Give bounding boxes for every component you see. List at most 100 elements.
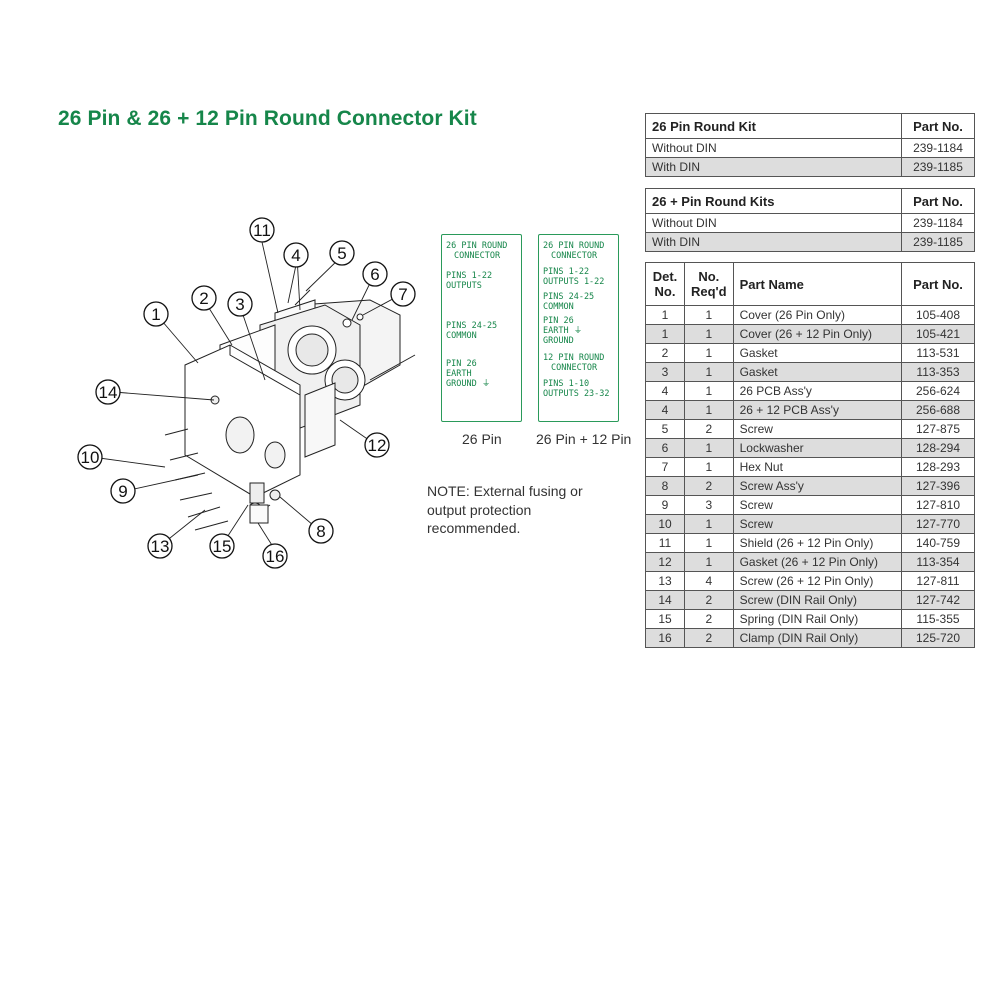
svg-text:11: 11 bbox=[253, 221, 271, 240]
svg-text:4: 4 bbox=[291, 246, 300, 265]
callout-7: 7 bbox=[390, 281, 416, 307]
page-title: 26 Pin & 26 + 12 Pin Round Connector Kit bbox=[58, 107, 477, 130]
callout-13: 13 bbox=[147, 533, 173, 559]
card-text: EARTH bbox=[446, 369, 472, 379]
svg-text:8: 8 bbox=[316, 522, 325, 541]
kit-row-part-no: 239-1184 bbox=[901, 138, 975, 158]
part-name-cell: Gasket bbox=[732, 343, 903, 363]
part-name-cell: Gasket bbox=[732, 362, 903, 382]
fusing-note: NOTE: External fusing or output protecti… bbox=[427, 483, 583, 536]
part-name-cell: Screw Ass'y bbox=[732, 476, 903, 496]
no-reqd-cell: 2 bbox=[684, 609, 734, 629]
kit-row-name: Without DIN bbox=[645, 213, 902, 233]
no-reqd-cell: 1 bbox=[684, 552, 734, 572]
part-no-cell: 113-531 bbox=[901, 343, 975, 363]
part-no-cell: 113-354 bbox=[901, 552, 975, 572]
kit-row-name: Without DIN bbox=[645, 138, 902, 158]
svg-text:5: 5 bbox=[337, 244, 346, 263]
card-text: PINS 24-25 bbox=[446, 321, 498, 331]
det-no-cell: 15 bbox=[645, 609, 685, 629]
kit-header-part-no: Part No. bbox=[901, 113, 975, 139]
svg-text:2: 2 bbox=[199, 289, 208, 308]
part-name-cell: Hex Nut bbox=[732, 457, 903, 477]
earth-ground-icon: ⏚ bbox=[573, 326, 583, 336]
det-no-cell: 10 bbox=[645, 514, 685, 534]
card-text: OUTPUTS bbox=[446, 281, 482, 291]
parts-header-part-name: Part Name bbox=[732, 262, 903, 306]
kit-row-name: With DIN bbox=[645, 232, 902, 252]
callout-1: 1 bbox=[143, 301, 169, 327]
part-name-cell: Screw bbox=[732, 514, 903, 534]
callout-2: 2 bbox=[191, 285, 217, 311]
svg-text:3: 3 bbox=[235, 295, 244, 314]
svg-text:10: 10 bbox=[81, 448, 100, 467]
part-name-cell: Screw (DIN Rail Only) bbox=[732, 590, 903, 610]
parts-header-no-reqd: No.Req'd bbox=[684, 262, 734, 306]
callout-9: 9 bbox=[110, 478, 136, 504]
exploded-assembly-diagram: 1 2 3 4 5 6 7 8 9 10 11 12 13 14 15 16 bbox=[77, 217, 416, 569]
kit-row-name: With DIN bbox=[645, 157, 902, 177]
no-reqd-cell: 1 bbox=[684, 343, 734, 363]
card-text: OUTPUTS 23-32 bbox=[543, 389, 610, 399]
part-name-cell: 26 PCB Ass'y bbox=[732, 381, 903, 401]
svg-text:1: 1 bbox=[151, 305, 160, 324]
card-text: GROUND bbox=[446, 379, 477, 389]
no-reqd-cell: 4 bbox=[684, 571, 734, 591]
kit-header-part-no: Part No. bbox=[901, 188, 975, 214]
earth-ground-icon: ⏚ bbox=[481, 379, 491, 389]
card-text: 26 PIN ROUND bbox=[446, 241, 508, 251]
card-text: PIN 26 bbox=[543, 316, 574, 326]
no-reqd-cell: 1 bbox=[684, 457, 734, 477]
no-reqd-cell: 2 bbox=[684, 476, 734, 496]
part-no-cell: 105-408 bbox=[901, 305, 975, 325]
det-no-cell: 4 bbox=[645, 400, 685, 420]
label-card-26-12-pin: 26 PIN ROUND CONNECTOR PINS 1-22 OUTPUTS… bbox=[538, 234, 619, 422]
card-text: GROUND bbox=[543, 336, 574, 346]
part-no-cell: 128-293 bbox=[901, 457, 975, 477]
no-reqd-cell: 3 bbox=[684, 495, 734, 515]
no-reqd-cell: 1 bbox=[684, 362, 734, 382]
card-text: PINS 24-25 bbox=[543, 292, 595, 302]
card-text: COMMON bbox=[446, 331, 477, 341]
card-text: 12 PIN ROUND bbox=[543, 353, 605, 363]
part-no-cell: 127-811 bbox=[901, 571, 975, 591]
no-reqd-cell: 2 bbox=[684, 628, 734, 648]
part-no-cell: 115-355 bbox=[901, 609, 975, 629]
det-no-cell: 1 bbox=[645, 305, 685, 325]
det-no-cell: 13 bbox=[645, 571, 685, 591]
card-text: COMMON bbox=[543, 302, 574, 312]
card-text: CONNECTOR bbox=[551, 363, 598, 373]
no-reqd-cell: 1 bbox=[684, 400, 734, 420]
kit-header-name: 26 Pin Round Kit bbox=[645, 113, 902, 139]
no-reqd-cell: 2 bbox=[684, 590, 734, 610]
det-no-cell: 9 bbox=[645, 495, 685, 515]
part-name-cell: Shield (26 + 12 Pin Only) bbox=[732, 533, 903, 553]
part-name-cell: Cover (26 Pin Only) bbox=[732, 305, 903, 325]
kit-row-part-no: 239-1185 bbox=[901, 157, 975, 177]
no-reqd-cell: 1 bbox=[684, 533, 734, 553]
part-name-cell: Gasket (26 + 12 Pin Only) bbox=[732, 552, 903, 572]
callout-5: 5 bbox=[329, 240, 355, 266]
det-no-cell: 7 bbox=[645, 457, 685, 477]
part-name-cell: Screw bbox=[732, 495, 903, 515]
callout-4: 4 bbox=[283, 242, 309, 268]
callout-6: 6 bbox=[362, 261, 388, 287]
part-no-cell: 256-688 bbox=[901, 400, 975, 420]
part-name-cell: Spring (DIN Rail Only) bbox=[732, 609, 903, 629]
callout-16: 16 bbox=[262, 543, 288, 569]
no-reqd-cell: 1 bbox=[684, 514, 734, 534]
no-reqd-cell: 2 bbox=[684, 419, 734, 439]
det-no-cell: 1 bbox=[645, 324, 685, 344]
card-text: PIN 26 bbox=[446, 359, 477, 369]
det-no-cell: 12 bbox=[645, 552, 685, 572]
part-name-cell: Screw bbox=[732, 419, 903, 439]
